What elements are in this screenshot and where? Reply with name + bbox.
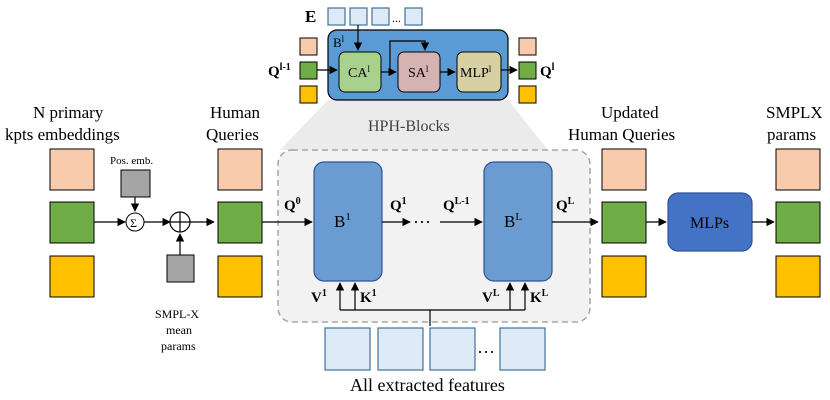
all-features-label: All extracted features <box>350 375 505 395</box>
mlp-inner-label: MLPl <box>460 64 492 81</box>
queries-salmon <box>217 148 263 191</box>
zoom-projection <box>280 100 548 150</box>
smplx-mean-label-2: mean <box>166 323 192 337</box>
e-feature-box <box>349 7 368 26</box>
kl-label: KL <box>530 288 549 306</box>
q-l-label: Ql <box>540 62 555 80</box>
pos-emb-box <box>120 169 151 198</box>
q-l-minus-1-label: Ql-1 <box>268 62 291 80</box>
feature-box <box>499 327 546 371</box>
mlps-label: MLPs <box>690 215 729 232</box>
sa-label: SAl <box>408 64 429 81</box>
ca-label: CAl <box>348 64 370 81</box>
hph-in-green <box>299 61 318 80</box>
queries-gold <box>217 255 263 298</box>
e-feature-box <box>404 7 423 26</box>
ql-label: QL <box>556 196 575 214</box>
hph-out-gold <box>518 85 537 104</box>
feature-box <box>377 327 424 371</box>
primary-salmon <box>49 148 95 191</box>
bl-label: BL <box>504 211 522 231</box>
pos-emb-label: Pos. emb. <box>110 155 153 167</box>
smplx-params-label-2: params <box>767 125 816 144</box>
params-gold <box>775 255 821 298</box>
q0-label: Q0 <box>284 196 301 214</box>
primary-label-line2: kpts embeddings <box>5 125 120 144</box>
updated-green <box>601 201 647 244</box>
e-label: E <box>305 7 316 26</box>
mlp-inner-box <box>456 51 502 93</box>
hph-in-gold <box>299 85 318 104</box>
sum-symbol: Σ <box>130 216 137 230</box>
e-ellipsis: ... <box>392 11 401 25</box>
blocks-ellipsis: ··· <box>413 212 431 232</box>
skip-arrow <box>389 40 430 72</box>
human-queries-label-2: Queries <box>206 125 259 144</box>
hph-in-salmon <box>299 37 318 56</box>
features-ellipsis: ··· <box>477 342 495 362</box>
vl-label: VL <box>482 288 500 306</box>
primary-green <box>49 201 95 244</box>
k1-label: K1 <box>360 288 377 306</box>
human-queries-label-1: Human <box>210 103 261 122</box>
smplx-mean-box <box>166 254 195 283</box>
feature-box <box>324 327 371 371</box>
primary-label-line1: N primary <box>33 103 104 122</box>
ql-minus-1-label: QL-1 <box>443 196 470 214</box>
feature-box <box>429 327 476 371</box>
updated-gold <box>601 255 647 298</box>
params-salmon <box>775 148 821 191</box>
hph-blocks-label: HPH-Blocks <box>368 118 450 135</box>
hph-out-green <box>518 61 537 80</box>
updated-label-1: Updated <box>601 103 659 122</box>
hph-out-salmon <box>518 37 537 56</box>
b1-label: B1 <box>334 211 351 231</box>
q1-label: Q1 <box>390 196 407 214</box>
updated-salmon <box>601 148 647 191</box>
params-green <box>775 201 821 244</box>
smplx-mean-label-1: SMPL-X <box>155 307 199 321</box>
primary-gold <box>49 255 95 298</box>
hph-block-label: Bl <box>333 34 345 50</box>
updated-label-2: Human Queries <box>568 125 675 144</box>
e-feature-box <box>327 7 346 26</box>
v1-label: V1 <box>311 288 327 306</box>
e-feature-box <box>371 7 390 26</box>
smplx-params-label-1: SMPLX <box>766 103 823 122</box>
queries-green <box>217 201 263 244</box>
smplx-mean-label-3: params <box>161 339 196 353</box>
